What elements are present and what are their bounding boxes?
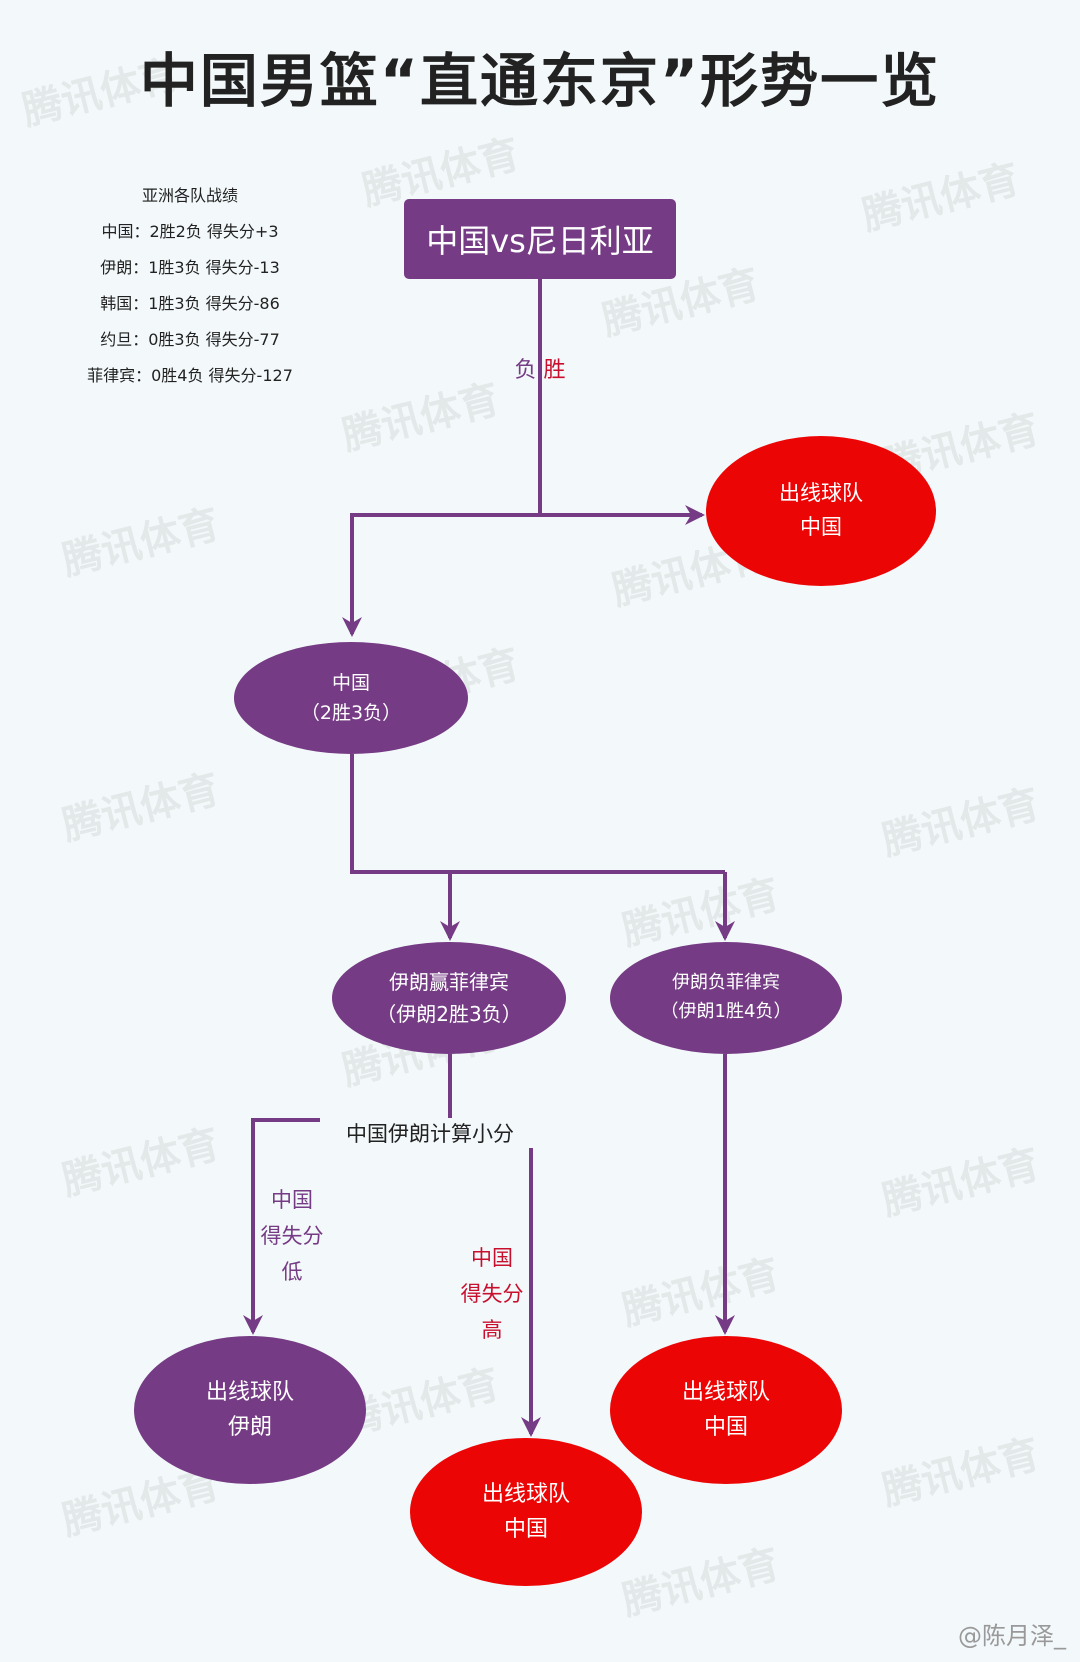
node-line: 伊朗赢菲律宾 [389, 970, 509, 994]
label-line: 得失分 [260, 1224, 324, 1248]
node-line: 出线球队 [681, 1379, 770, 1405]
branch-label-lose: 负 [514, 358, 537, 383]
node-line: 伊朗 [227, 1415, 272, 1440]
node-result-china-iran-loses: 出线球队 中国 [610, 1336, 842, 1484]
standings-row: 伊朗：1胜3负 得失分-13 [100, 258, 280, 277]
node-line: 中国 [331, 671, 370, 694]
node-line: 中国 [503, 1517, 548, 1542]
tiebreak-label: 中国伊朗计算小分 [320, 1118, 540, 1148]
label-line: 低 [281, 1260, 303, 1284]
label-line: 高 [481, 1318, 503, 1342]
label-line: 中国 [471, 1246, 513, 1270]
line-china-to-split [350, 754, 725, 874]
standings-row: 菲律宾：0胜4负 得失分-127 [87, 366, 293, 385]
credit-handle: @陈月泽_ [958, 1622, 1066, 1650]
node-line: （伊朗2胜3负） [376, 1002, 522, 1026]
standings-panel: 亚洲各队战绩 中国：2胜2负 得失分+3 伊朗：1胜3负 得失分-13 韩国：1… [70, 182, 310, 400]
label-line: 中国 [271, 1188, 313, 1212]
page-title: 中国男篮“直通东京”形势一览 [139, 47, 941, 115]
node-line: 中国 [800, 515, 842, 539]
node-line: 出线球队 [205, 1379, 294, 1405]
node-iran-wins: 伊朗赢菲律宾 （伊朗2胜3负） [332, 942, 566, 1054]
start-box: 中国vs尼日利亚 [404, 199, 676, 279]
standings-title: 亚洲各队战绩 [141, 186, 238, 205]
node-line: 出线球队 [779, 481, 863, 506]
node-line: （伊朗1胜4负） [660, 1001, 792, 1022]
node-result-iran: 出线球队 伊朗 [134, 1336, 366, 1484]
node-win-result: 出线球队 中国 [706, 436, 936, 586]
node-china-record: 中国 （2胜3负） [234, 642, 468, 754]
standings-row: 约旦：0胜3负 得失分-77 [100, 330, 280, 349]
branch-label-win: 胜 [543, 358, 566, 383]
node-line: 中国 [703, 1415, 748, 1440]
label-china-low: 中国 得失分 低 [250, 1182, 334, 1290]
node-line: 出线球队 [481, 1481, 570, 1507]
node-result-china-high: 出线球队 中国 [410, 1438, 642, 1586]
label-line: 得失分 [460, 1282, 524, 1306]
node-line: （2胜3负） [300, 702, 402, 724]
node-line: 伊朗负菲律宾 [672, 972, 780, 994]
arrow-to-china-record [342, 513, 540, 637]
node-iran-loses: 伊朗负菲律宾 （伊朗1胜4负） [610, 942, 842, 1054]
branch-labels: 负 胜 [500, 352, 580, 384]
standings-row: 韩国：1胜3负 得失分-86 [100, 294, 280, 313]
label-china-high: 中国 得失分 高 [450, 1240, 534, 1348]
standings-row: 中国：2胜2负 得失分+3 [101, 222, 279, 241]
